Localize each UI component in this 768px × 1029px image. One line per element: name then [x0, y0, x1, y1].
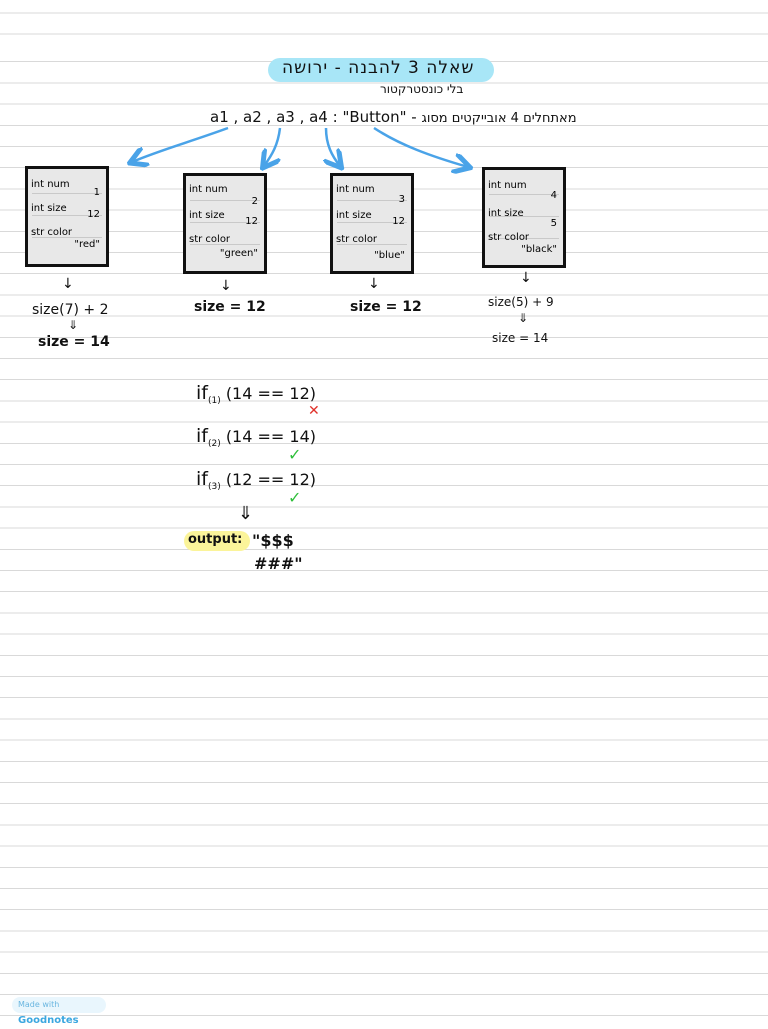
value-color: "black": [521, 244, 557, 255]
value-color: "red": [74, 239, 100, 250]
object-box-a2: int num 2 int size 12 str color "green": [183, 173, 267, 274]
field-num: int num: [189, 184, 228, 195]
instance-arrows: [0, 126, 768, 200]
field-size: int size: [31, 203, 67, 214]
down-double-arrow: ⇓: [518, 311, 529, 325]
condition-2: if(2) (14 == 14): [196, 425, 316, 450]
field-num: int num: [31, 179, 70, 190]
check-icon: ✓: [288, 488, 302, 507]
page-subtitle: בלי כונסטרקטור: [380, 82, 464, 96]
output-highlight: [184, 531, 250, 551]
check-icon: ✓: [288, 445, 302, 464]
condition-3: if(3) (12 == 12): [196, 468, 316, 493]
value-size: 12: [392, 216, 405, 227]
value-num: 2: [251, 196, 258, 207]
down-arrow: ↓: [220, 278, 232, 294]
field-num: int num: [488, 180, 527, 191]
instance-names: a1 , a2 , a3 , a4 : "Button": [210, 108, 407, 126]
down-double-arrow: ⇓: [68, 318, 79, 332]
field-num: int num: [336, 184, 375, 195]
calc-a4-result: size = 14: [492, 331, 549, 345]
field-color: str color: [189, 234, 231, 245]
field-size: int size: [336, 210, 372, 221]
value-num: 1: [93, 187, 100, 198]
value-size: 12: [87, 209, 100, 220]
cross-icon: ✕: [308, 403, 320, 419]
page-title: שאלה 3 להבנה - ירושה: [282, 58, 475, 78]
down-arrow: ↓: [62, 276, 74, 292]
goodnotes-logo: Goodnotes: [18, 1015, 79, 1026]
down-double-arrow: ⇓: [238, 503, 254, 524]
value-size: 5: [550, 218, 557, 229]
calc-a1-step: size(7) + 2: [32, 302, 109, 318]
down-arrow: ↓: [520, 270, 532, 286]
calc-a1-result: size = 14: [38, 334, 110, 350]
output-line-2: ###": [254, 554, 303, 573]
value-num: 4: [550, 190, 557, 201]
field-color: str color: [336, 234, 378, 245]
value-size: 12: [245, 216, 258, 227]
object-box-a3: int num 3 int size 12 str color "blue": [330, 173, 414, 274]
value-color: "green": [219, 248, 258, 259]
calc-a3-result: size = 12: [350, 299, 422, 315]
instances-line: a1 , a2 , a3 , a4 : "Button" - מאתחלים 4…: [210, 108, 577, 126]
calc-a2-result: size = 12: [194, 299, 266, 315]
output-line-1: "$$$: [252, 531, 294, 550]
field-color: str color: [31, 227, 73, 238]
made-with-badge: Made with Goodnotes: [12, 997, 106, 1026]
value-num: 3: [398, 194, 405, 205]
instances-note: מאתחלים 4 אובייקטים מסוג: [421, 111, 577, 126]
value-color: "blue": [374, 250, 405, 261]
field-color: str color: [488, 232, 530, 243]
field-size: int size: [488, 208, 524, 219]
condition-1: if(1) (14 == 12): [196, 382, 316, 407]
object-box-a1: int num 1 int size 12 str color "red": [25, 166, 109, 267]
object-box-a4: int num 4 int size 5 str color "black": [482, 167, 566, 268]
title-highlight: [268, 58, 494, 82]
calc-a4-step: size(5) + 9: [488, 295, 554, 309]
output-label: output:: [188, 532, 243, 547]
down-arrow: ↓: [368, 276, 380, 292]
field-size: int size: [189, 210, 225, 221]
